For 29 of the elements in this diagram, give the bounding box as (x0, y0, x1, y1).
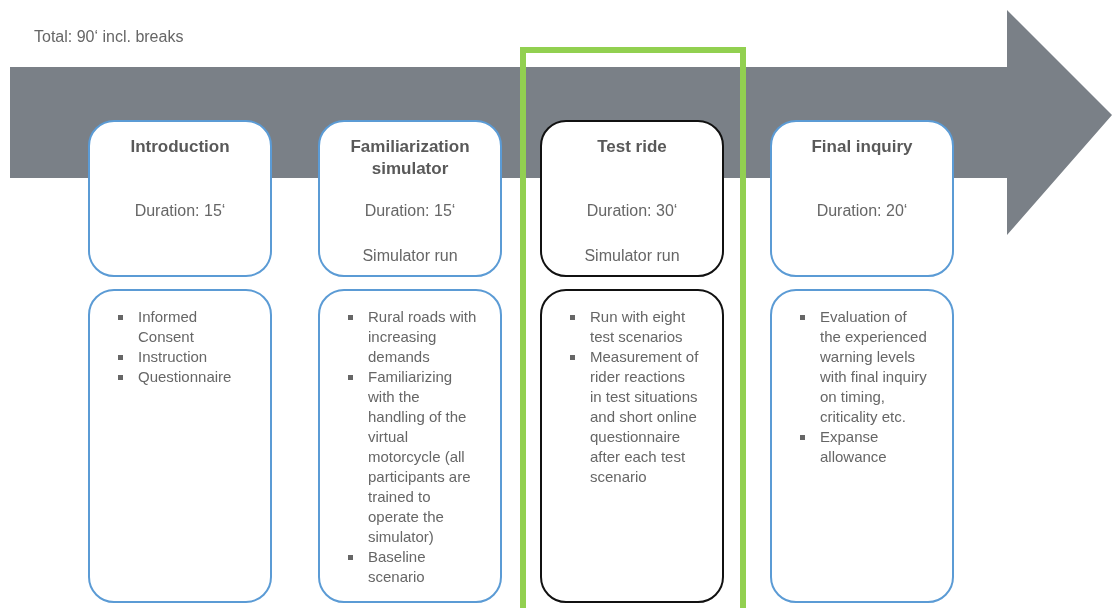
activity-text: Simulator run (361, 246, 459, 266)
bullet-item: Questionnaire (138, 368, 232, 385)
total-duration-note: Total: 90‘ incl. breaks (34, 28, 184, 46)
bullet-item: Expanse allowance (820, 428, 887, 465)
duration-text: Duration: 20‘ (815, 201, 909, 221)
phase-box (88, 120, 272, 277)
task-list-box (770, 289, 954, 603)
bullet-item: Rural roads with increasing demands (368, 308, 477, 365)
phase-title: Introduction (129, 136, 231, 158)
duration-text: Duration: 15‘ (363, 201, 457, 221)
bullet-item: Familiarizing with the handling of the virtual motorcycle (all participants are trained to operate the simulator) (368, 368, 471, 545)
duration-text: Duration: 15‘ (133, 201, 227, 221)
task-list-box (88, 289, 272, 603)
activity-text: Simulator run (583, 246, 681, 266)
duration-text: Duration: 30‘ (585, 201, 679, 221)
task-list-box (318, 289, 502, 603)
bullet-item: Run with eight test scenarios (590, 308, 686, 345)
phase-box (318, 120, 502, 277)
phase-box (770, 120, 954, 277)
task-list-box (540, 289, 724, 603)
phase-title: Final inquiry (810, 136, 914, 158)
bullet-item: Baseline scenario (368, 548, 426, 585)
bullet-item: Informed Consent (138, 308, 198, 345)
bullet-item: Measurement of rider reactions in test situations and short online questionnaire after each test scenario (590, 348, 699, 485)
phase-title: Familiarization simulator (349, 136, 471, 180)
phase-box (540, 120, 724, 277)
bullet-item: Evaluation of the experienced warning levels with final inquiry on timing, criticality etc. (820, 308, 927, 425)
bullet-item: Instruction (138, 348, 208, 365)
phase-title: Test ride (596, 136, 668, 158)
